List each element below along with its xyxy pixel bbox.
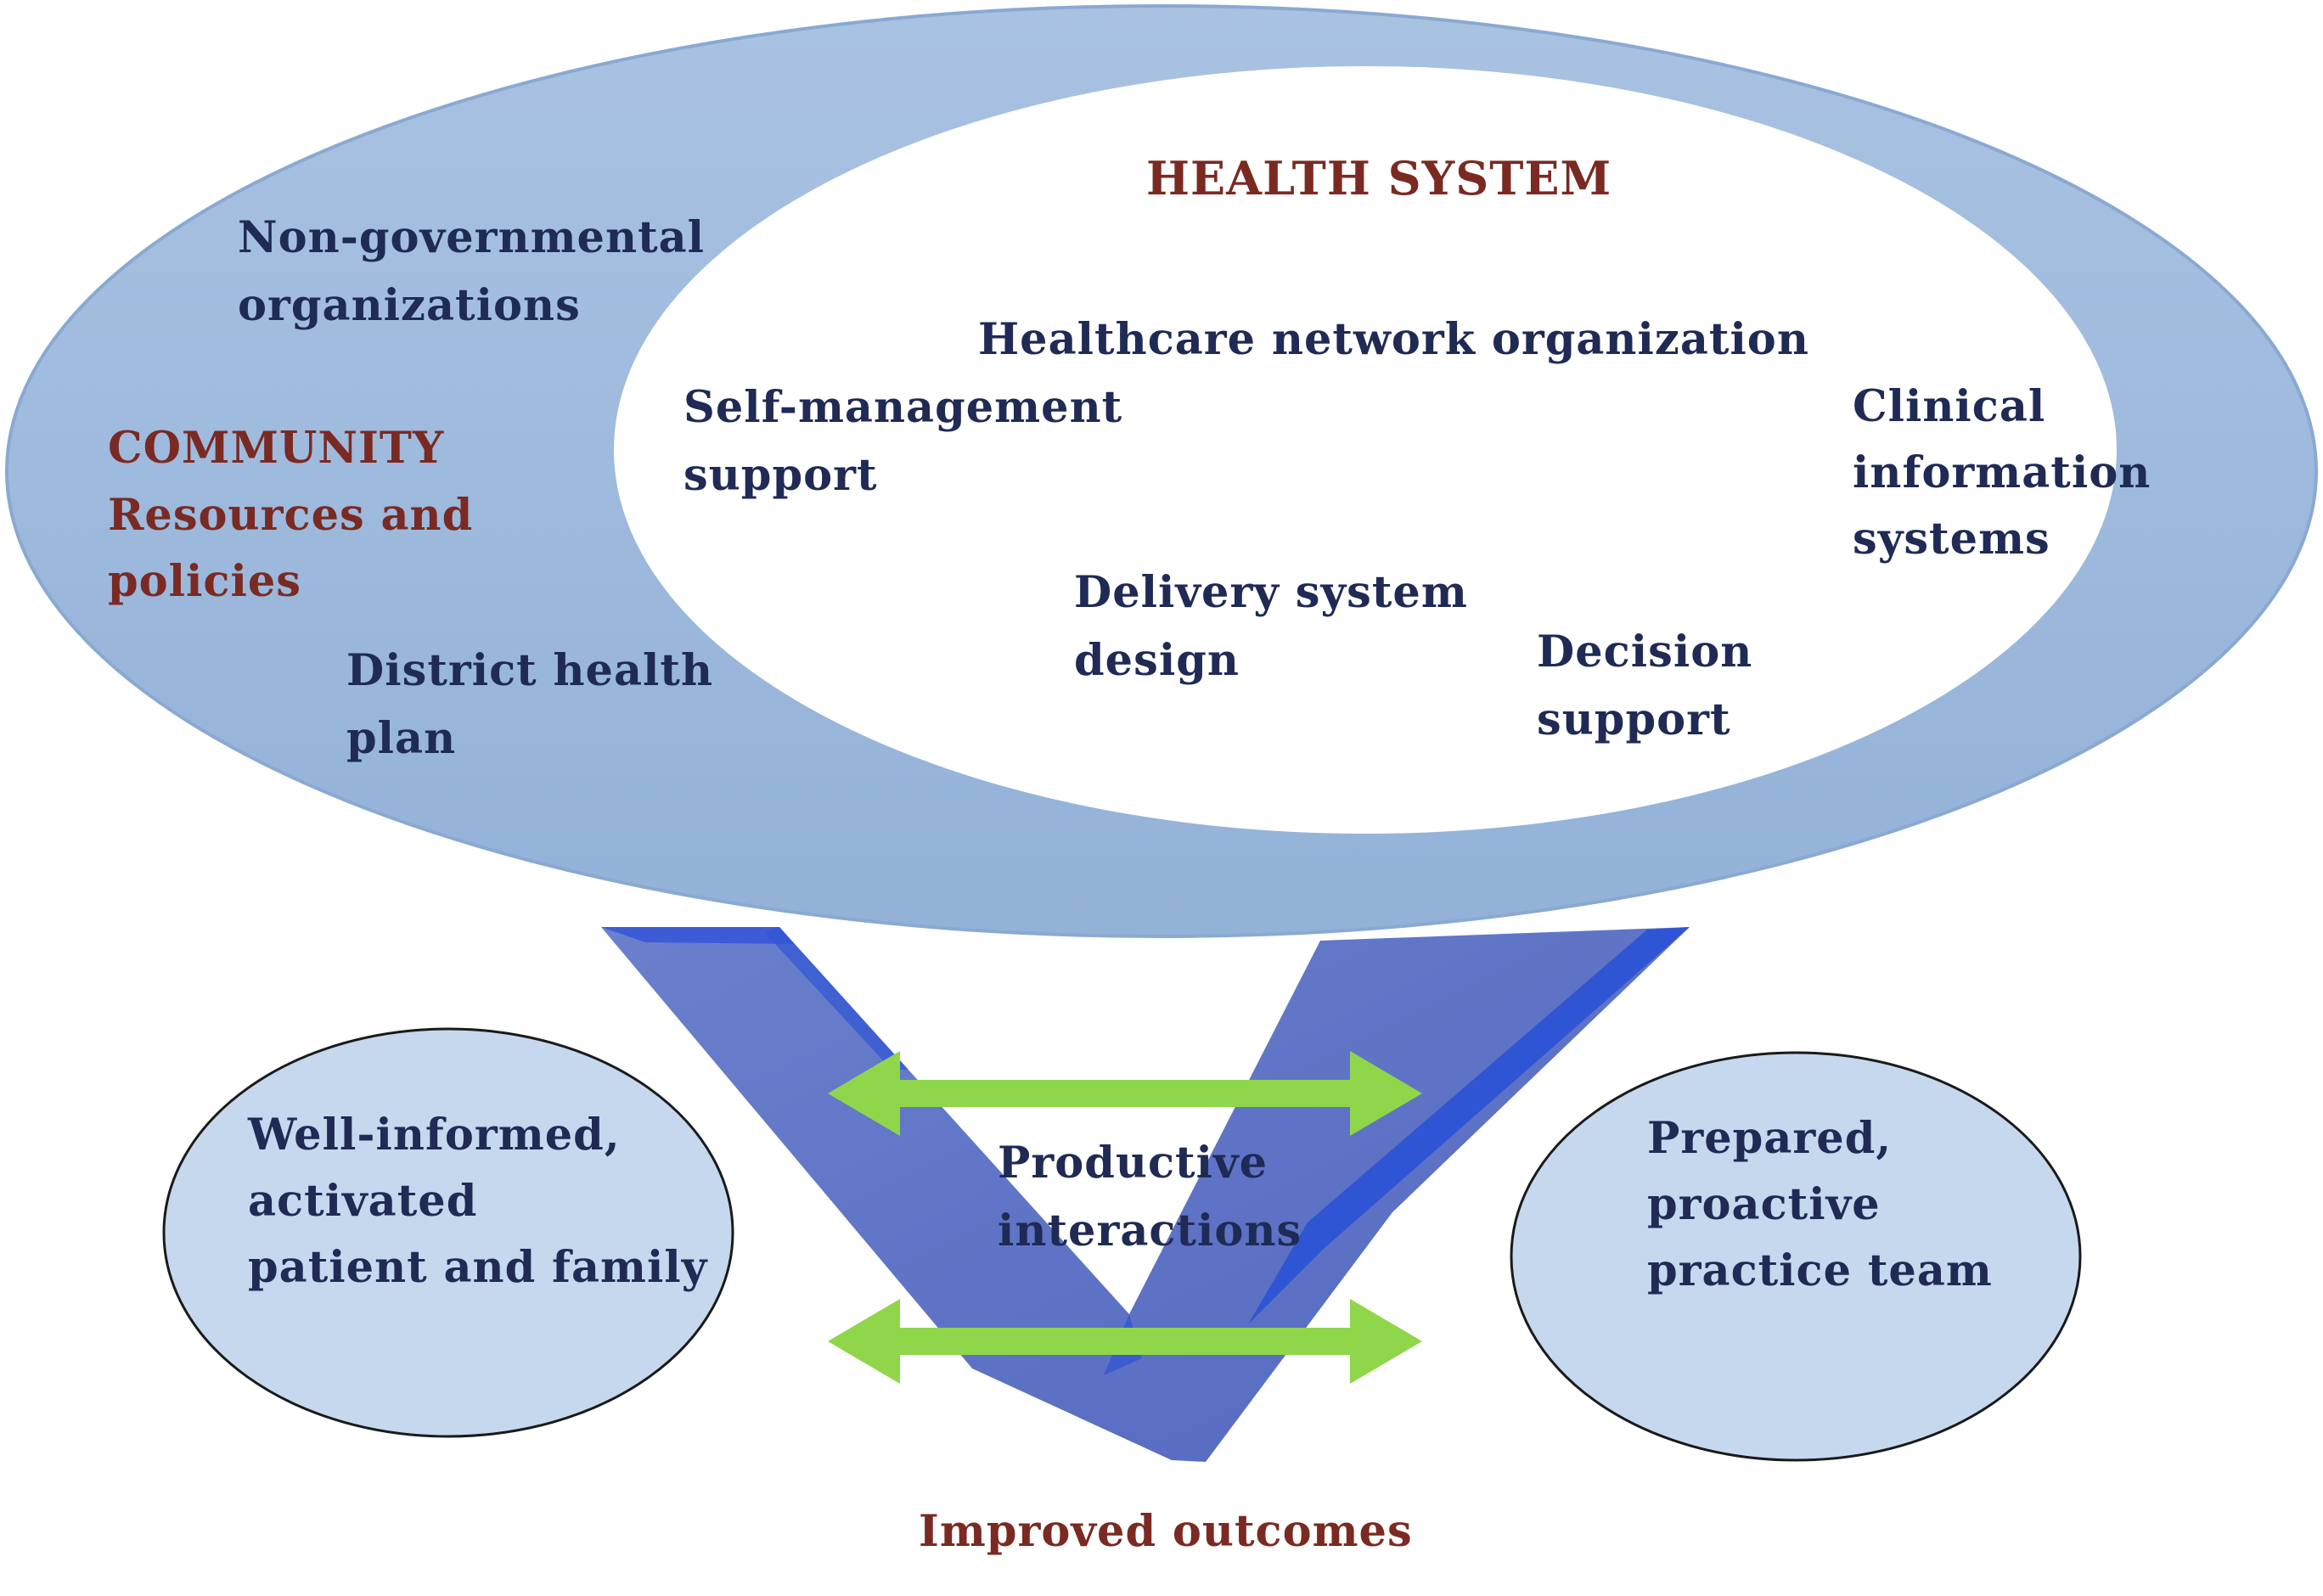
clinical-info-label: Clinical information systems xyxy=(1853,381,2151,565)
improved-outcomes-label: Improved outcomes xyxy=(919,1506,1413,1557)
community-heading: COMMUNITY xyxy=(108,423,445,474)
upper-double-arrow xyxy=(828,1051,1422,1136)
network-organization-label: Healthcare network organization xyxy=(978,314,1809,365)
delivery-system-label: Delivery system design xyxy=(1074,567,1468,686)
health-system-ellipse xyxy=(614,66,2117,834)
self-management-label: Self-management support xyxy=(683,382,1123,501)
team-ellipse xyxy=(1510,1051,2082,1462)
productive-interactions-label: Productive interactions xyxy=(998,1138,1302,1256)
resources-policies-label: Resources and policies xyxy=(108,490,474,607)
patient-family-label: Well-informed, activated patient and fam… xyxy=(248,1110,708,1293)
district-health-plan-label: District health plan xyxy=(346,645,714,764)
practice-team-label: Prepared, proactive practice team xyxy=(1647,1113,1993,1296)
decision-support-label: Decision support xyxy=(1537,627,1753,745)
lower-double-arrow xyxy=(828,1299,1422,1384)
patient-ellipse xyxy=(162,1027,734,1438)
ngo-label: Non-governmental organizations xyxy=(238,212,706,331)
health-system-title: HEALTH SYSTEM xyxy=(1146,151,1612,205)
